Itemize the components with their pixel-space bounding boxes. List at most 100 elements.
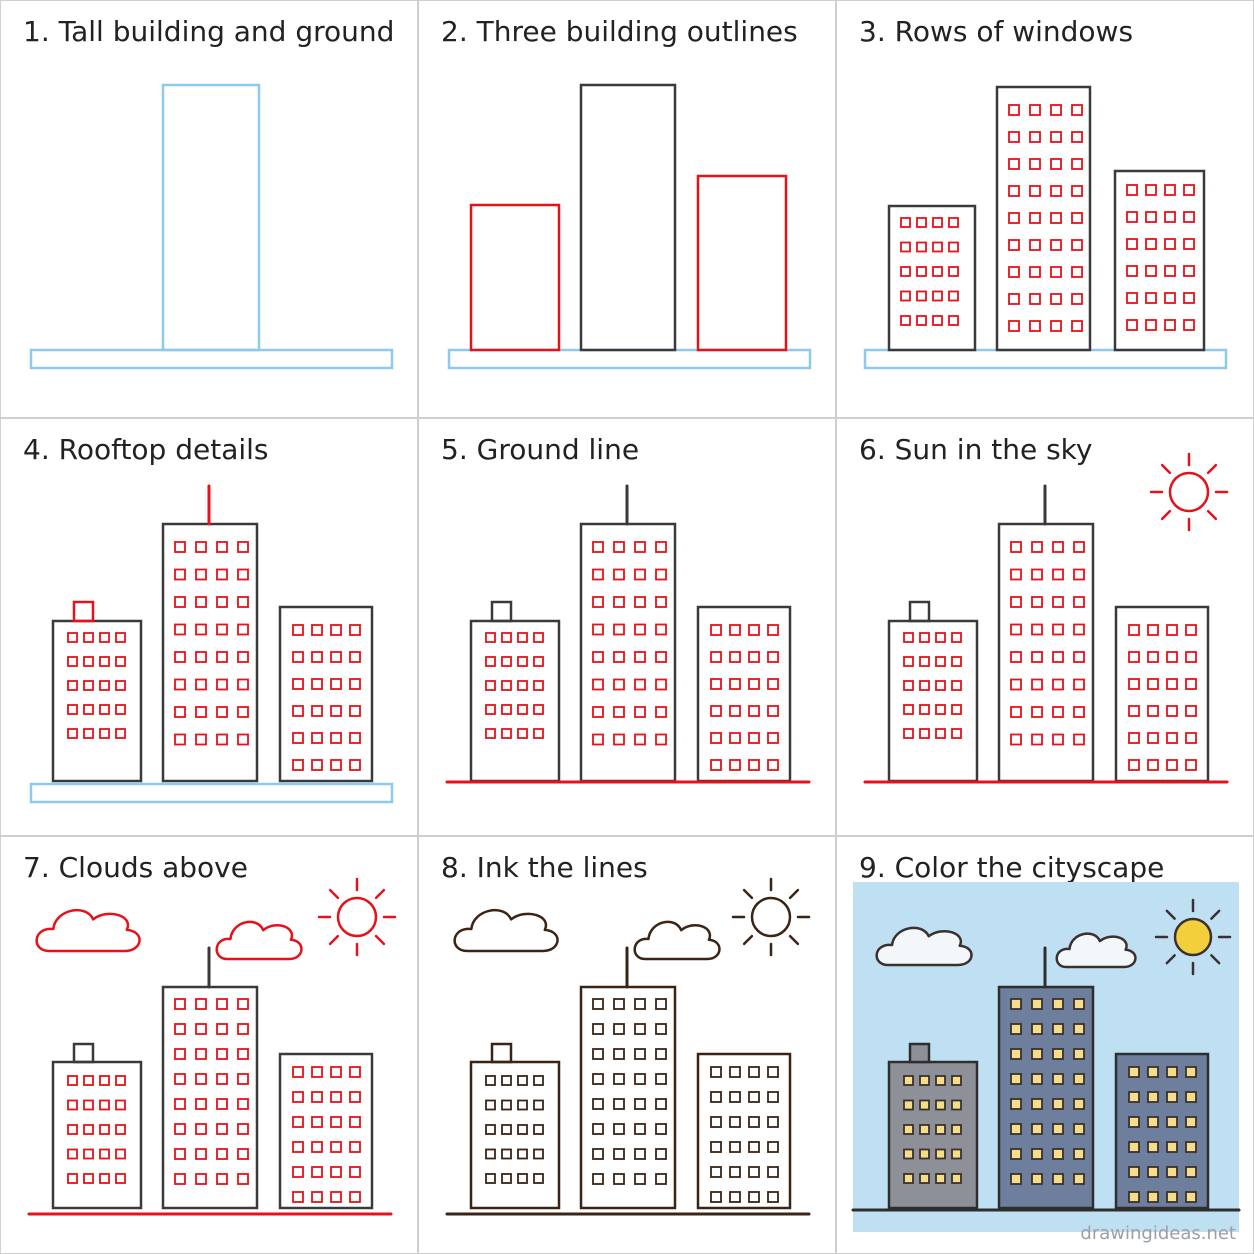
window xyxy=(1031,596,1043,608)
window xyxy=(951,728,962,739)
window xyxy=(1164,319,1176,331)
window xyxy=(292,759,304,771)
window xyxy=(748,759,760,771)
window xyxy=(634,1173,646,1185)
window xyxy=(1031,998,1043,1010)
window xyxy=(1166,732,1178,744)
window xyxy=(1050,185,1062,197)
window xyxy=(1071,266,1083,278)
window xyxy=(1031,733,1043,746)
window xyxy=(1031,1098,1043,1110)
window xyxy=(1010,1023,1022,1035)
window xyxy=(1008,320,1020,332)
window xyxy=(99,704,110,715)
window xyxy=(935,1075,946,1086)
window xyxy=(935,1124,946,1135)
window xyxy=(903,1148,914,1160)
window xyxy=(932,290,943,302)
window xyxy=(501,704,512,715)
window xyxy=(919,656,930,667)
window xyxy=(1147,1191,1159,1203)
window xyxy=(1128,678,1140,690)
window xyxy=(216,1073,228,1085)
step-panel-8: 8. Ink the lines xyxy=(418,836,836,1254)
step-title: 6. Sun in the sky xyxy=(859,433,1092,466)
window xyxy=(216,1098,228,1110)
step-drawing xyxy=(863,85,1228,370)
window xyxy=(613,596,625,608)
window xyxy=(311,678,323,690)
sun-circle xyxy=(1168,471,1210,513)
window xyxy=(195,568,207,581)
window xyxy=(517,680,528,691)
window xyxy=(1029,239,1041,251)
window xyxy=(1031,1148,1043,1160)
window xyxy=(592,1023,604,1035)
sun-ray xyxy=(1210,909,1221,920)
window xyxy=(1071,212,1083,224)
window xyxy=(1073,678,1085,691)
window xyxy=(174,1148,186,1160)
window xyxy=(1010,596,1022,608)
window xyxy=(592,1148,604,1160)
window xyxy=(1071,104,1083,116)
window xyxy=(292,651,304,663)
window xyxy=(311,1191,323,1203)
window xyxy=(1010,1173,1022,1185)
window xyxy=(1029,266,1041,278)
window xyxy=(729,759,741,771)
window xyxy=(216,596,228,608)
window xyxy=(613,733,625,746)
window xyxy=(1031,678,1043,691)
window xyxy=(330,1091,342,1103)
sun-ray xyxy=(1210,954,1221,965)
step-panel-3: 3. Rows of windows xyxy=(836,0,1254,418)
window xyxy=(216,733,228,746)
window xyxy=(951,1075,962,1086)
window xyxy=(195,1048,207,1060)
window xyxy=(195,1073,207,1085)
window xyxy=(948,241,959,253)
step-number: 6. xyxy=(859,433,886,466)
window xyxy=(292,1166,304,1178)
window xyxy=(1031,1073,1043,1085)
window xyxy=(195,1123,207,1135)
window xyxy=(195,678,207,691)
window xyxy=(1145,238,1157,250)
window xyxy=(767,624,779,636)
window xyxy=(1128,1166,1140,1178)
window xyxy=(115,704,126,715)
window xyxy=(501,1173,512,1184)
window xyxy=(1052,706,1064,718)
window xyxy=(1010,733,1022,746)
window xyxy=(1128,1191,1140,1203)
window xyxy=(900,217,911,228)
window xyxy=(1164,184,1176,196)
window xyxy=(748,1091,760,1103)
sun-ray xyxy=(1165,909,1176,920)
window xyxy=(634,1098,646,1110)
window xyxy=(916,241,927,253)
window xyxy=(1031,1173,1043,1185)
window xyxy=(935,680,946,691)
window xyxy=(1126,265,1138,277)
window xyxy=(1147,1091,1159,1103)
window xyxy=(748,1166,760,1178)
window xyxy=(195,1098,207,1110)
window xyxy=(311,732,323,744)
window xyxy=(592,1073,604,1085)
right-building xyxy=(696,1052,792,1210)
window xyxy=(1128,732,1140,744)
window xyxy=(83,656,94,667)
step-number: 8. xyxy=(441,851,468,884)
window xyxy=(292,1116,304,1128)
window xyxy=(903,1099,914,1111)
window xyxy=(501,680,512,691)
window xyxy=(174,596,186,608)
window xyxy=(1185,759,1197,771)
window xyxy=(349,1166,361,1178)
window xyxy=(1031,541,1043,553)
rooftop-box xyxy=(72,1042,95,1064)
window xyxy=(99,1075,110,1086)
window xyxy=(485,1173,496,1184)
